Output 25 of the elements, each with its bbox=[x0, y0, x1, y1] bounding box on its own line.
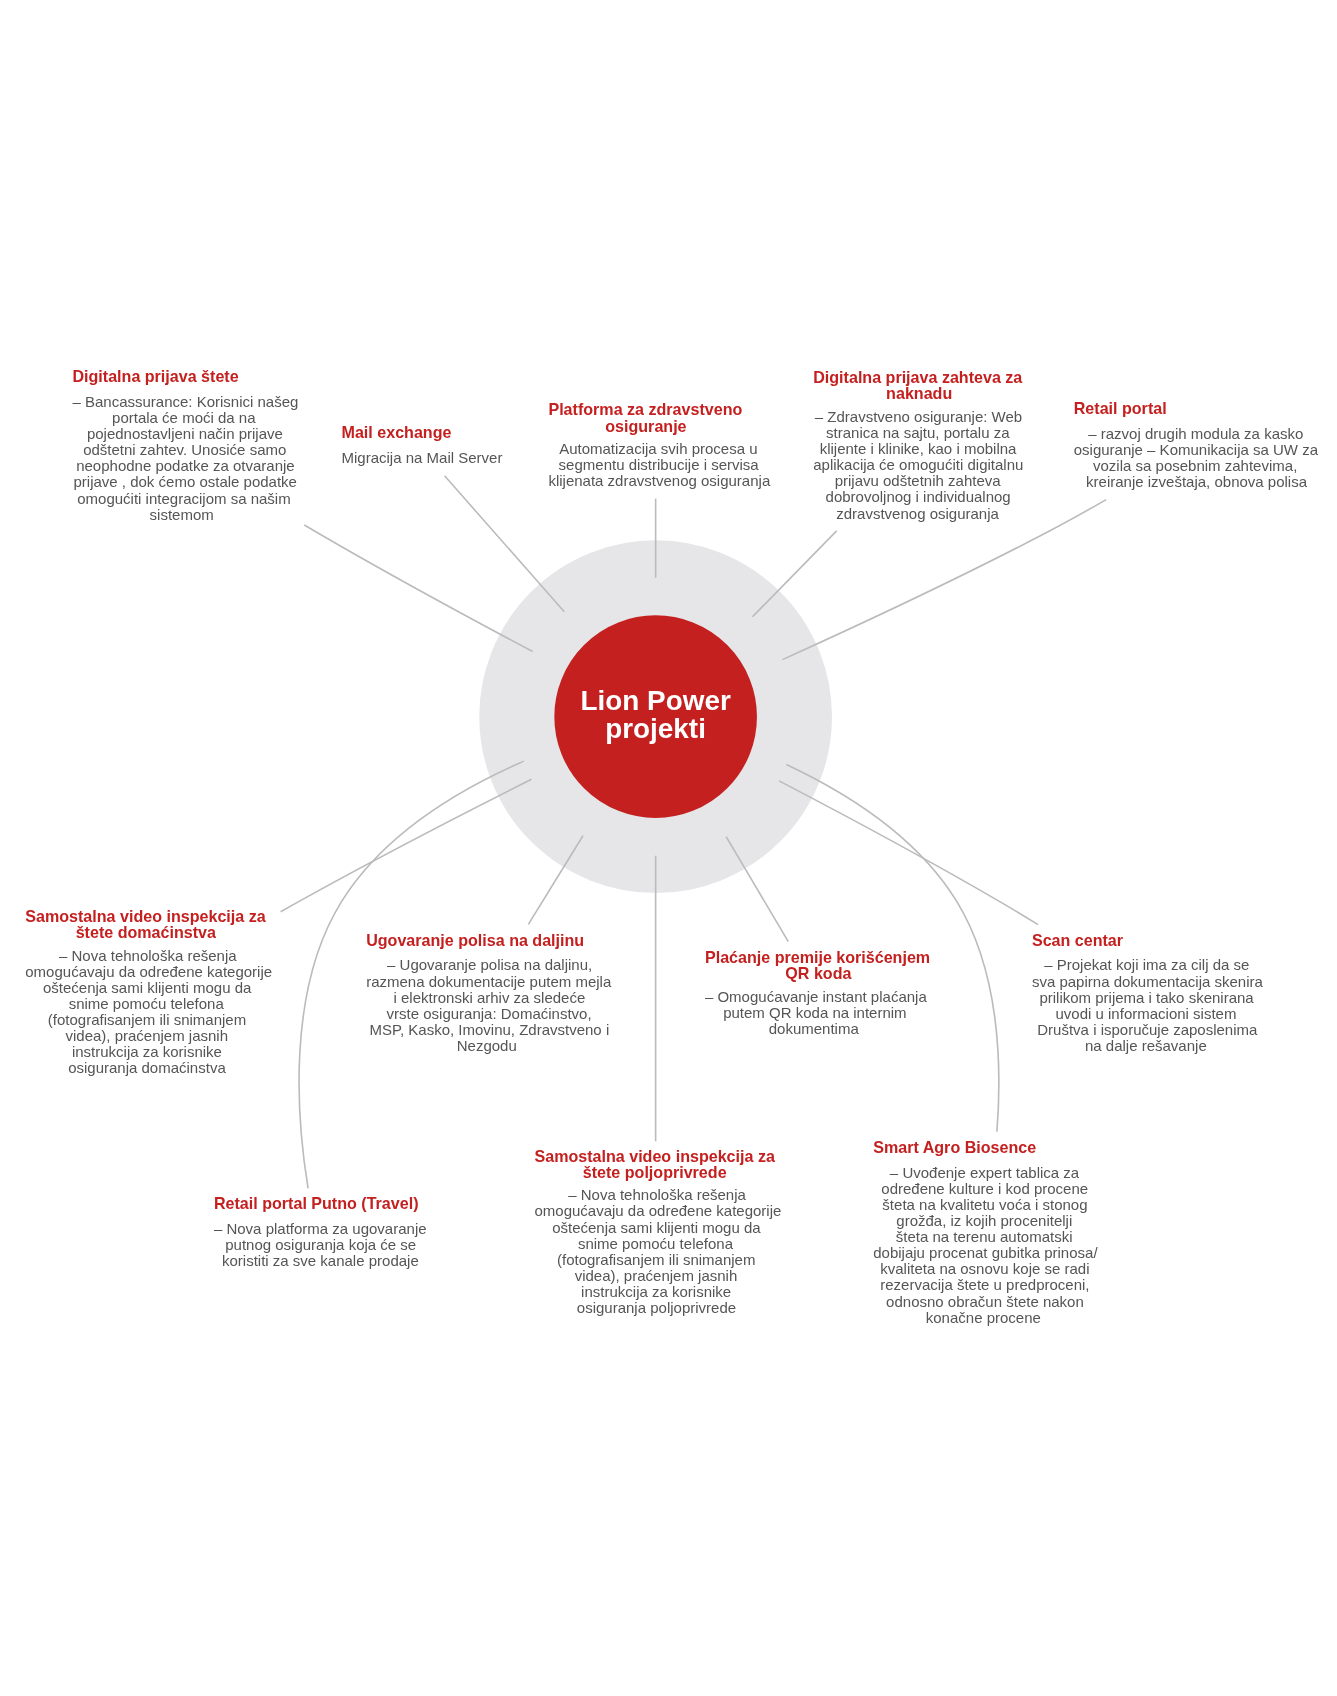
connector bbox=[781, 498, 1107, 661]
node-text: Smart Agro Biosence – Uvođenje expert tablica za određene kulture i kod procene šteta na kvalitetu voća i stonog grožđa, iz kojih procenitelji šteta na terenu automatski dobijaju procenat gubitka prinosa/ kvaliteta na osnovu koje se radi rezervacija štete u predproceni, odnosno obračun štete nakon konačne procene bbox=[873, 1138, 1098, 1326]
connector bbox=[751, 530, 838, 618]
connector bbox=[654, 854, 657, 1142]
connector bbox=[785, 763, 1000, 1133]
connector bbox=[298, 760, 525, 1190]
node-text: Digitalna prijava štete – Bancassurance: Korisnici našeg portala će moći da na pojednostavljeni način prijave odštetni zahtev. Unosiće samo neophodne podatke za otvaranje prijave , dok ćemo ostale podatke omogućiti integracijom sa našim sistemom bbox=[72, 367, 299, 523]
node-text: Retail portal Putno (Travel) – Nova platforma za ugovaranje putnog osiguranja koja će se koristiti za sve kanale prodaje bbox=[213, 1193, 427, 1269]
node-text: Platforma za zdravstveno osiguranje Automatizacija svih procesa u segmentu distribucije i servisa klijenata zdravstvenog osiguranja bbox=[548, 400, 771, 490]
connector bbox=[279, 778, 533, 913]
connector bbox=[725, 835, 790, 943]
node-text: Plaćanje premije korišćenjem QR koda – Omogućavanje instant plaćanja putem QR koda na internim dokumentima bbox=[704, 947, 931, 1037]
node-circle: Lion Power projekti bbox=[479, 540, 832, 893]
node-text: Scan centar – Projekat koji ima za cilj da se sva papirna dokumentacija skenira prilikom prijema i tako skenirana uvodi u informacioni sistem Društva i isporučuje zaposlenima na dalje rešavanje bbox=[1031, 930, 1263, 1054]
node-text: Samostalna video inspekcija za štete domaćinstva – Nova tehnološka rešenja omogućavaju da određene kategorije oštećenja sami klijenti mogu da snime pomoću telefona (fotografisanjem ili snimanjem videa), praćenjem jasnih instrukcija za korisnike osiguranja domaćinstva bbox=[25, 906, 273, 1077]
node-text: Retail portal – razvoj drugih modula za kasko osiguranje – Komunikacija sa UW za vozila sa posebnim zahtevima, kreiranje izveštaja, obnova polisa bbox=[1073, 399, 1319, 491]
node-text: Mail exchange Migracija na Mail Server bbox=[341, 422, 503, 466]
connector bbox=[778, 780, 1039, 926]
connector bbox=[303, 524, 534, 653]
connector bbox=[654, 497, 657, 579]
node-text: Digitalna prijava zahteva za naknadu – Zdravstveno osiguranje: Web stranica na sajtu, portalu za klijente i klinike, kao i mobilna aplikacija će omogućiti digitalnu prijavu odštetnih zahteva dobrovoljnog i individualnog zdravstvenog osiguranja bbox=[813, 368, 1024, 522]
connector bbox=[443, 474, 566, 613]
node-text: Samostalna video inspekcija za štete poljoprivrede – Nova tehnološka rešenja omogućavaju da određene kategorije oštećenja sami klijenti mogu da snime pomoću telefona (fotografisanjem ili snimanjem videa), praćenjem jasnih instrukcija za korisnike osiguranja poljoprivrede bbox=[534, 1146, 782, 1316]
node-text: Ugovaranje polisa na daljinu – Ugovaranje polisa na daljinu, razmena dokumentacije putem mejla i elektronski arhiv za sledeće vrste osiguranja: Domaćinstvo, MSP, Kasko, Imovinu, Zdravstveno i Nezgodu bbox=[366, 930, 612, 1054]
connector bbox=[527, 834, 584, 926]
